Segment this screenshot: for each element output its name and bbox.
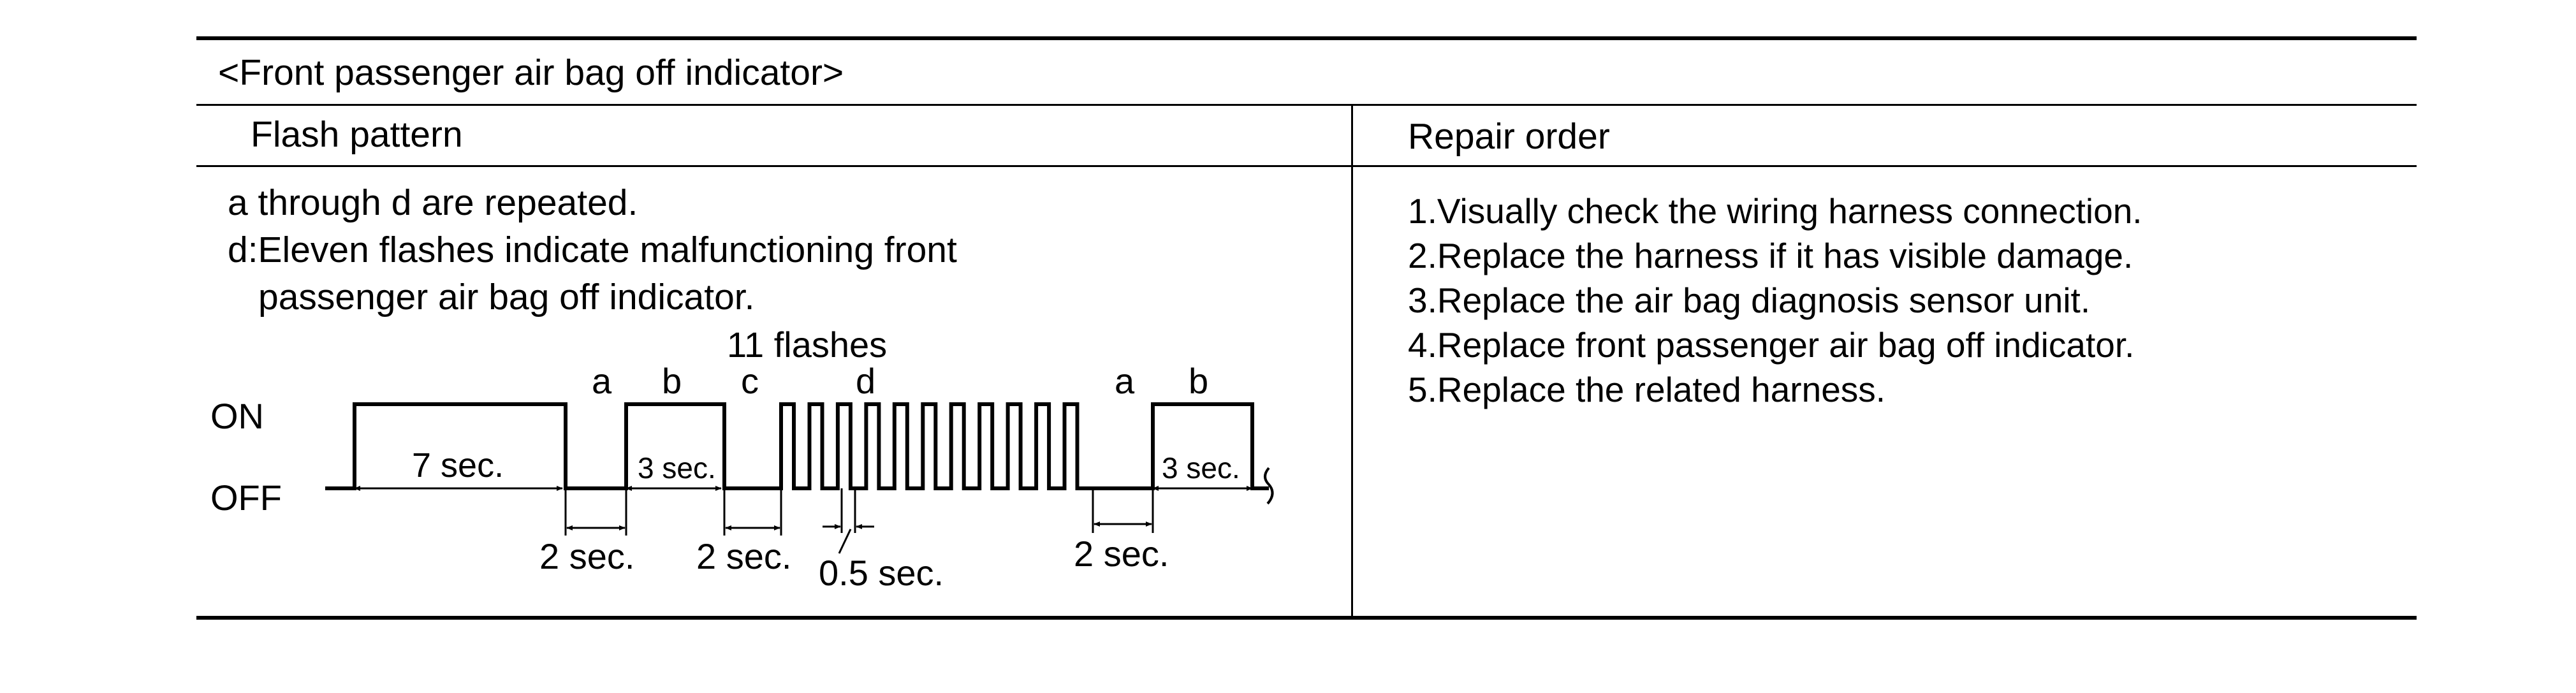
- break-mark: [1264, 467, 1274, 505]
- flash-description-line3: passenger air bag off indicator.: [258, 277, 755, 317]
- repair-step-3: 3.Replace the air bag diagnosis sensor u…: [1408, 281, 2091, 320]
- off-label: OFF: [210, 478, 282, 518]
- segment-label-d: d: [856, 361, 875, 401]
- dim-label-2sec-2: 2 sec.: [696, 536, 791, 576]
- repair-step-1: 1.Visually check the wiring harness conn…: [1408, 191, 2142, 231]
- table-title: <Front passenger air bag off indicator>: [218, 52, 844, 93]
- dim-label-2sec-1: 2 sec.: [539, 536, 634, 576]
- repair-order-header: Repair order: [1408, 116, 1610, 157]
- dim-leader-halfsec: [838, 529, 852, 554]
- flash-description-line1: a through d are repeated.: [228, 182, 638, 223]
- repair-order-list: 1.Visually check the wiring harness conn…: [1408, 189, 2142, 412]
- segment-label-a: a: [592, 361, 612, 401]
- dim-label-7sec: 7 sec.: [412, 446, 504, 485]
- dim-label-3sec-2: 3 sec.: [1162, 451, 1240, 485]
- table-top-border: [196, 36, 2417, 40]
- dim-label-halfsec: 0.5 sec.: [819, 553, 944, 593]
- flash-waveform: [325, 402, 1269, 490]
- segment-label-b: b: [662, 361, 682, 401]
- on-label: ON: [210, 396, 264, 436]
- repair-step-2: 2.Replace the harness if it has visible …: [1408, 236, 2133, 275]
- repair-step-5: 5.Replace the related harness.: [1408, 370, 1886, 409]
- flashes-label: 11 flashes: [727, 325, 887, 365]
- flash-pattern-diagram: ON OFF 11 flashes a b c d a b 7 sec. 3 s…: [210, 325, 1274, 593]
- segment-label-a2: a: [1115, 361, 1135, 401]
- header-divider: [196, 165, 2417, 167]
- dim-label-3sec-1: 3 sec.: [638, 451, 716, 485]
- repair-step-4: 4.Replace front passenger air bag off in…: [1408, 325, 2135, 365]
- dim-label-2sec-3: 2 sec.: [1074, 534, 1169, 574]
- column-divider: [1351, 104, 1353, 618]
- segment-label-c: c: [741, 361, 759, 401]
- flash-description-line2: d:Eleven flashes indicate malfunctioning…: [228, 230, 957, 270]
- segment-label-b2: b: [1189, 361, 1208, 401]
- table-bottom-border: [196, 616, 2417, 620]
- title-divider: [196, 104, 2417, 106]
- flash-pattern-header: Flash pattern: [251, 114, 463, 155]
